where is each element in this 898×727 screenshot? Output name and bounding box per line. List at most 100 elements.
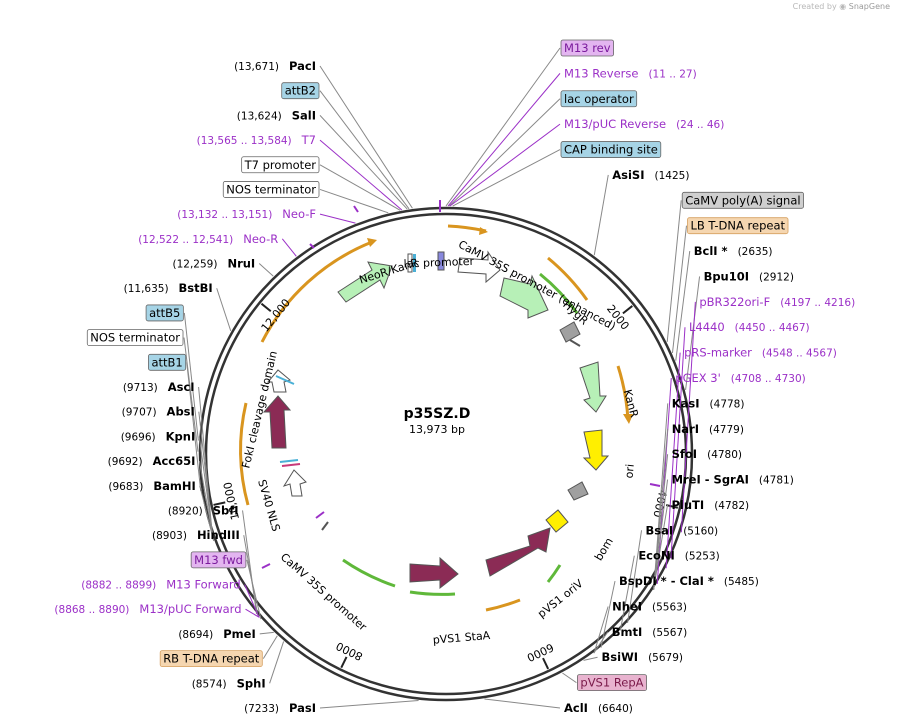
- site-position: (4778): [710, 398, 745, 410]
- site-attb2: attB2: [281, 82, 320, 100]
- leader-attb5: [183, 312, 199, 441]
- site-name: PasI: [289, 701, 316, 715]
- nos-terminator-arrow: [266, 369, 292, 393]
- site-attb5: attB5: [145, 304, 184, 322]
- leader-pluti: [653, 504, 669, 590]
- site-name: PacI: [289, 59, 316, 73]
- site-position: (6640): [598, 703, 633, 715]
- site-name: Bpu10I: [704, 269, 749, 283]
- leader-lines: [183, 47, 701, 709]
- site-name: BclI *: [694, 244, 728, 258]
- site-box: [560, 90, 638, 108]
- tick-2000: [622, 305, 633, 315]
- neo-r-mark: [309, 243, 315, 249]
- lac-operator-mark: [437, 251, 445, 271]
- site-name: pBR322ori-F: [699, 295, 770, 309]
- site-l4440: L4440(4450 .. 4467): [689, 320, 810, 334]
- hygr-arrow: [499, 274, 549, 319]
- site-name: BmtI: [612, 625, 643, 639]
- leader-bpu10i: [685, 276, 701, 390]
- site-bcli: BclI * (2635): [694, 244, 773, 258]
- leader-nrui: [258, 263, 274, 277]
- attb-mark: [275, 375, 295, 385]
- site-t7: T7(13,565 .. 13,584): [197, 133, 316, 147]
- leader-prs-marker: [665, 352, 681, 569]
- m13-fwd-mark: [261, 563, 271, 569]
- site-name: BsiWI: [602, 650, 639, 664]
- site-name: HindIII: [197, 528, 240, 542]
- attb-mark-2: [279, 459, 299, 463]
- site-name: CAP binding site: [564, 143, 658, 157]
- site-pvs1-repa: pVS1 RepA: [577, 674, 647, 692]
- site-nhei: NheI(5563): [612, 599, 687, 613]
- backbone-inner-ring: [204, 212, 688, 696]
- leader-pmei: [259, 631, 274, 635]
- backbone-outer-ring: [198, 206, 694, 702]
- site-name: BamHI: [153, 479, 195, 493]
- leader-t7-promoter: [319, 164, 401, 211]
- site-m13-reverse: M13 Reverse (11 .. 27): [564, 66, 697, 80]
- leader-nos-terminator: [319, 188, 389, 214]
- leader-m13-reverse: [447, 73, 561, 207]
- site-name: SalI: [292, 108, 316, 122]
- feature-arrow-orange-5: [239, 402, 250, 506]
- kanr-arrow: [579, 361, 607, 413]
- site-position: (5563): [652, 601, 687, 613]
- leader-kpni: [198, 436, 214, 540]
- site-position: (2635): [738, 246, 773, 258]
- site-name: lac operator: [564, 92, 634, 106]
- feature-label: CaMV 35S promoter (enhanced): [456, 238, 618, 333]
- site-pbr322ori-f: pBR322ori-F(4197 .. 4216): [699, 295, 855, 309]
- snapgene-credit: Created by ◉ SnapGene: [793, 2, 890, 11]
- feature-label: pVS1 StaA: [432, 629, 491, 647]
- site-name: BspDI * - ClaI *: [619, 574, 714, 588]
- site-position: (4548 .. 4567): [762, 348, 837, 360]
- site-t7-promoter: T7 promoter: [241, 156, 320, 174]
- site-box: [241, 156, 320, 174]
- site-position: (4781): [759, 475, 794, 487]
- site-position: (8868 .. 8890): [54, 604, 129, 616]
- site-name: NOS terminator: [90, 331, 180, 345]
- attb2-mark: [413, 254, 416, 272]
- leader-m13-puc-reverse: [449, 123, 561, 207]
- leader-lb-t-dna-repeat: [671, 225, 687, 354]
- site-position: (11 .. 27): [648, 68, 696, 80]
- leader-acc65i: [198, 460, 214, 541]
- site-name: LB T-DNA repeat: [690, 219, 785, 233]
- leader-mrei-sgrai: [653, 479, 669, 590]
- feature-arrow-green-2: [409, 590, 456, 596]
- site-m13-rev: M13 rev: [560, 39, 614, 57]
- site-pgex-3: pGEX 3'(4708 .. 4730): [675, 371, 806, 385]
- site-position: (8920): [168, 505, 203, 517]
- site-lb-t-dna-repeat: LB T-DNA repeat: [687, 217, 789, 235]
- site-position: (5567): [652, 627, 687, 639]
- site-position: (11,635): [124, 283, 169, 295]
- site-position: (13,624): [237, 110, 282, 122]
- site-nari: NarI(4779): [672, 422, 744, 436]
- leader-bamhi: [199, 485, 215, 542]
- site-name: NOS terminator: [226, 182, 316, 196]
- site-position: (5679): [648, 652, 683, 664]
- leader-nhei: [593, 606, 609, 654]
- site-m13-puc-forward: M13/pUC Forward(8868 .. 8890): [54, 602, 241, 616]
- tick-8000: [340, 656, 348, 669]
- site-sfoi: SfoI(4780): [672, 447, 742, 461]
- site-box: [281, 82, 320, 100]
- site-prs-marker: pRS-marker (4548 .. 4567): [684, 346, 837, 360]
- leader-pasi: [319, 699, 419, 709]
- feature-track-inner: [262, 250, 610, 590]
- tick-10-000: [213, 501, 226, 506]
- site-paci: PacI(13,671): [234, 59, 316, 73]
- site-name: T7 promoter: [244, 158, 317, 172]
- tick-label: 6000: [525, 640, 556, 664]
- site-name: M13 Reverse: [564, 66, 638, 80]
- site-name: pRS-marker: [684, 346, 752, 360]
- feature-arrow-orange-4: [485, 598, 521, 612]
- site-position: (5253): [685, 551, 720, 563]
- nls-mark: [281, 463, 301, 467]
- leader-bmti: [593, 631, 609, 654]
- leader-pgex-3: [656, 377, 672, 584]
- leader-sphi: [269, 641, 285, 684]
- tick-label: 8000: [334, 639, 365, 663]
